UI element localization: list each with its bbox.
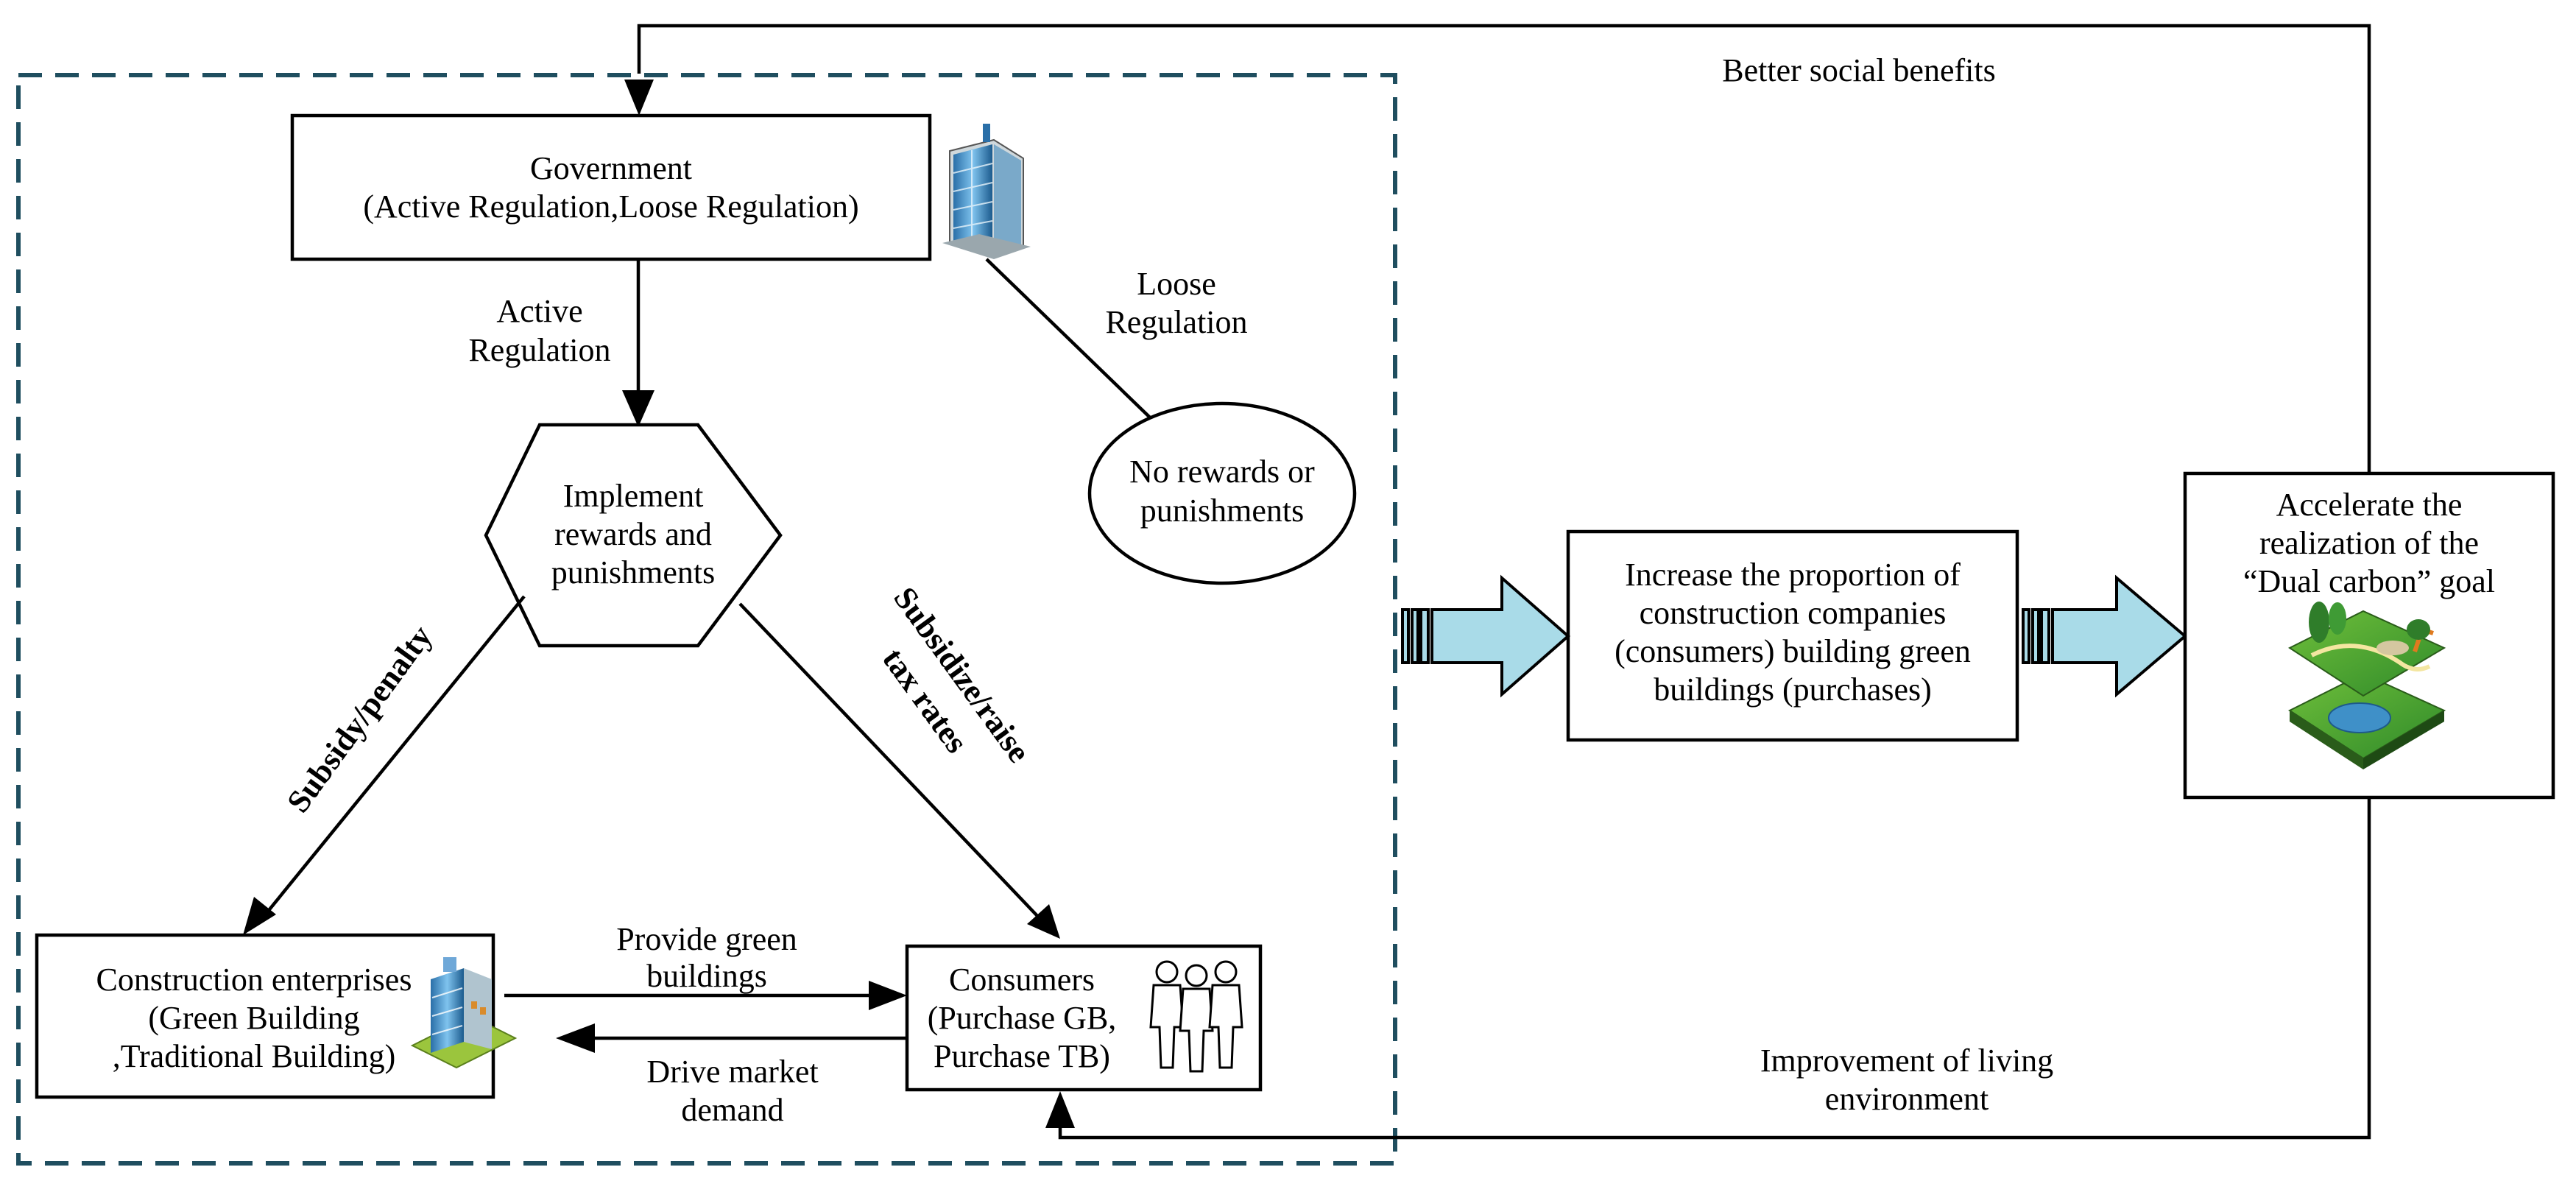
- accelerate-line-1: Accelerate the: [2276, 487, 2463, 523]
- office-building-icon: [942, 124, 1031, 259]
- loose-regulation-label-1: Loose: [1137, 266, 1216, 302]
- improvement-label-1: Improvement of living: [1760, 1043, 2053, 1079]
- loose-regulation-label-2: Regulation: [1105, 304, 1247, 340]
- construction-enterprises-box: Construction enterprises (Green Building…: [35, 933, 495, 1099]
- loose-regulation-line: [985, 258, 1151, 419]
- people-group-icon: [1149, 960, 1243, 1073]
- construction-line-1: Construction enterprises: [96, 962, 412, 998]
- active-regulation-label-1: Active: [496, 293, 582, 329]
- green-landscape-icon: [2287, 602, 2446, 769]
- government-subtitle: (Active Regulation,Loose Regulation): [363, 188, 858, 225]
- improvement-label-2: environment: [1825, 1081, 1989, 1117]
- block-arrow-right: [2022, 574, 2188, 698]
- company-building-icon: [410, 957, 518, 1069]
- government-box: Government (Active Regulation,Loose Regu…: [290, 113, 932, 261]
- construction-line-3: ,Traditional Building): [113, 1038, 396, 1074]
- consumers-line-2: (Purchase GB,: [928, 1000, 1117, 1036]
- increase-line-4: buildings (purchases): [1654, 671, 1932, 708]
- subsidy-penalty-arrow: [262, 595, 526, 918]
- provide-green-label-1: Provide green: [616, 921, 797, 957]
- government-scope-dashed-border: [16, 73, 1397, 1166]
- construction-line-2: (Green Building: [148, 1000, 359, 1036]
- drive-market-label-1: Drive market: [646, 1054, 818, 1090]
- subsidize-raise-arrow: [738, 602, 1040, 918]
- better-social-benefits-line: [637, 24, 2371, 473]
- consumers-line-3: Purchase TB): [934, 1038, 1110, 1074]
- no-rewards-line-2: punishments: [1140, 493, 1304, 529]
- no-rewards-ellipse: [1087, 401, 1357, 585]
- accelerate-line-3: “Dual carbon” goal: [2243, 563, 2495, 599]
- increase-line-2: construction companies: [1640, 595, 1947, 631]
- provide-green-label-2: buildings: [646, 958, 767, 994]
- implement-line-3: punishments: [551, 554, 715, 590]
- drive-market-label-2: demand: [681, 1092, 783, 1128]
- increase-line-1: Increase the proportion of: [1625, 557, 1961, 593]
- consumers-line-1: Consumers: [949, 962, 1095, 998]
- increase-proportion-box: Increase the proportion of construction …: [1566, 529, 2019, 742]
- increase-line-3: (consumers) building green: [1615, 633, 1971, 669]
- accelerate-line-2: realization of the: [2259, 525, 2479, 561]
- implement-line-1: Implement: [563, 478, 704, 514]
- improvement-living-line: [1058, 797, 2371, 1140]
- better-social-benefits-label: Better social benefits: [1722, 52, 1995, 88]
- block-arrow-left: [1401, 574, 1571, 698]
- active-regulation-label-2: Regulation: [468, 332, 610, 368]
- implement-line-2: rewards and: [554, 516, 712, 552]
- subsidy-penalty-label: Subsidy/penalty: [280, 618, 439, 819]
- government-title: Government: [530, 150, 692, 186]
- implement-hexagon-shape: [484, 423, 783, 648]
- no-rewards-line-1: No rewards or: [1129, 454, 1315, 490]
